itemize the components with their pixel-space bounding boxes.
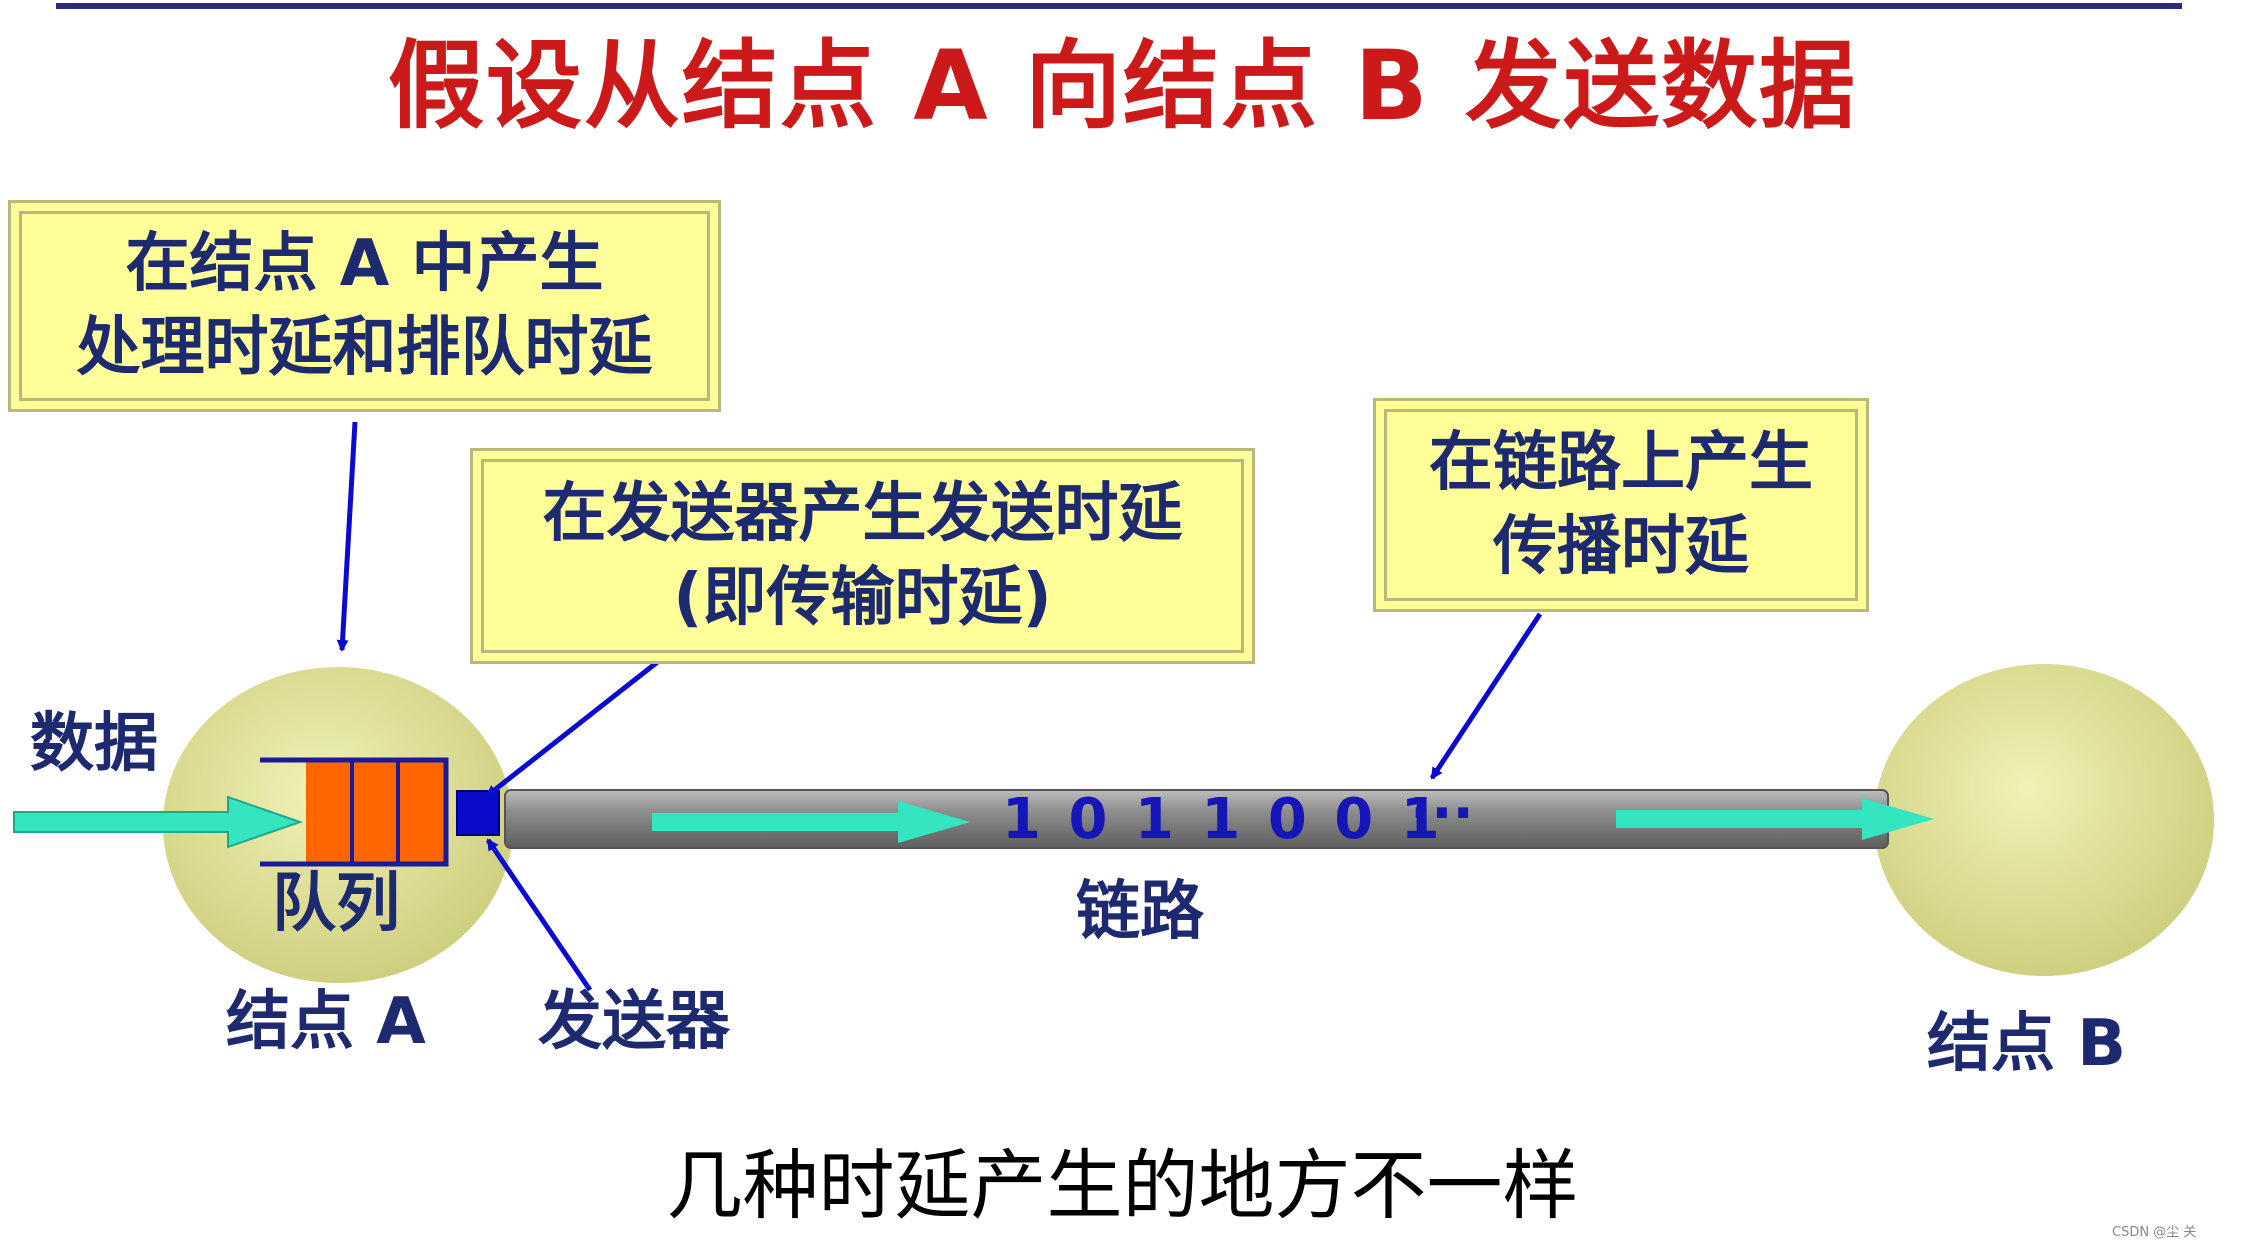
callout-propagation-delay: 在链路上产生 传播时延 <box>1373 398 1869 612</box>
data-input-arrow <box>13 795 304 849</box>
link-label: 链路 <box>1076 875 1204 949</box>
pointer-arrow-propagation <box>1429 612 1543 780</box>
callout-node-a-line1: 在结点 A 中产生 <box>125 227 604 301</box>
bottom-caption: 几种时延产生的地方不一样 <box>666 1141 1579 1230</box>
bit-ellipsis: ··· <box>1410 781 1474 846</box>
transmitter-box <box>456 790 500 836</box>
callout-transmit-line2: (即传输时延) <box>673 561 1052 635</box>
slide-title: 假设从结点 A 向结点 B 发送数据 <box>387 30 1858 142</box>
pointer-arrow-transmitter <box>485 838 593 992</box>
transmitter-label: 发送器 <box>538 985 730 1059</box>
callout-transmit-delay: 在发送器产生发送时延 (即传输时延) <box>470 448 1255 664</box>
bit-sequence: 1 0 1 1 0 0 1 <box>1002 787 1444 852</box>
callout-propagation-line2: 传播时延 <box>1493 510 1749 584</box>
queue-label: 队列 <box>272 867 400 941</box>
link-flow-arrow-2 <box>1616 798 1934 840</box>
link-flow-arrow-1 <box>652 801 970 843</box>
callout-propagation-line1: 在链路上产生 <box>1429 426 1813 500</box>
data-label: 数据 <box>30 707 158 781</box>
watermark: CSDN @尘 关 <box>2112 1225 2197 1240</box>
node-a-label: 结点 A <box>226 985 426 1059</box>
callout-node-a-delay: 在结点 A 中产生 处理时延和排队时延 <box>8 200 721 412</box>
top-rule <box>56 3 2182 9</box>
pointer-arrow-transmit-delay <box>485 658 662 798</box>
node-b-sphere <box>1874 664 2214 976</box>
node-b-label: 结点 B <box>1927 1007 2127 1081</box>
callout-node-a-line2: 处理时延和排队时延 <box>76 311 653 385</box>
queue-buffer <box>260 757 449 867</box>
callout-transmit-line1: 在发送器产生发送时延 <box>542 477 1183 551</box>
pointer-arrow-node-a <box>336 421 358 652</box>
